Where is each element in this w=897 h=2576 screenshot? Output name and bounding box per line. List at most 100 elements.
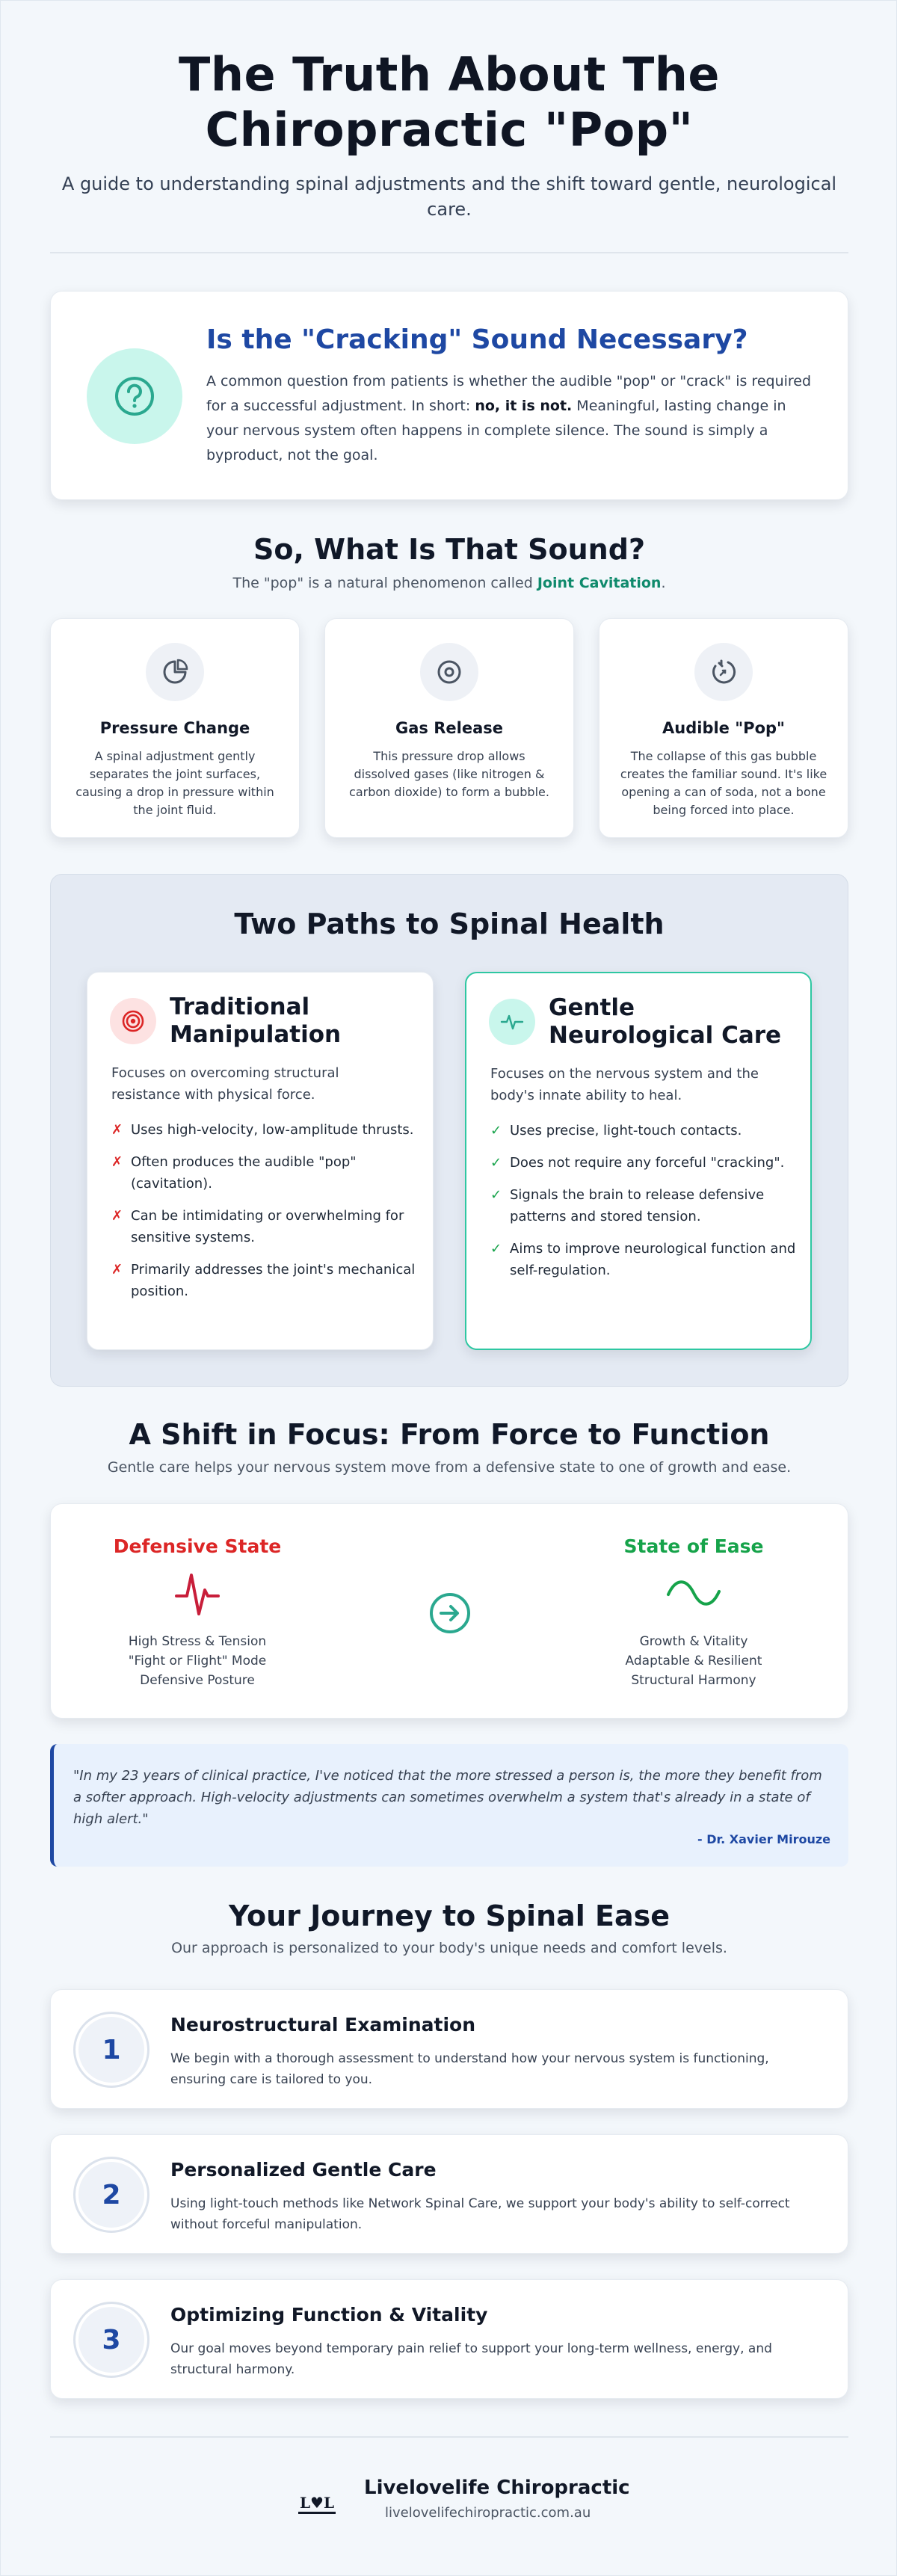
arrow-right-icon (428, 1591, 472, 1636)
journey-step: 1 Neurostructural Examination We begin w… (50, 1989, 848, 2109)
state-line: Defensive Posture (140, 1673, 255, 1688)
list-item-text: Primarily addresses the joint's mechanic… (131, 1262, 416, 1299)
list-item-text: Does not require any forceful "cracking"… (510, 1155, 785, 1171)
quote-author: - Dr. Xavier Mirouze (697, 1832, 830, 1846)
step-number: 3 (73, 2302, 150, 2378)
state-line: Growth & Vitality (639, 1634, 748, 1649)
x-mark-icon: ✗ (111, 1122, 123, 1138)
x-mark-icon: ✗ (111, 1154, 123, 1170)
brand-logo: L♥L (294, 2489, 340, 2518)
card-title: Pressure Change (99, 719, 250, 737)
step-text: We begin with a thorough assessment to u… (170, 2051, 769, 2087)
list-item: ✓ Signals the brain to release defensive … (490, 1184, 797, 1227)
gas-release-card: Gas Release This pressure drop allows di… (324, 618, 574, 838)
quote-text: "In my 23 years of clinical practice, I'… (73, 1768, 822, 1827)
check-icon: ✓ (490, 1187, 502, 1203)
intro-text-end: Meaningful, lasting change in your nervo… (206, 398, 786, 463)
page-subtitle: A guide to understanding spinal adjustme… (61, 173, 837, 220)
intro-title: Is the "Cracking" Sound Necessary? (206, 324, 748, 355)
defensive-state-title: Defensive State (113, 1535, 282, 1557)
step-title: Optimizing Function & Vitality (170, 2304, 488, 2326)
gentle-list: ✓ Uses precise, light-touch contacts. ✓ Do… (490, 1120, 797, 1292)
list-item-text: Often produces the audible "pop" (cavita… (131, 1154, 357, 1192)
page-title-line2: Chiropractic "Pop" (205, 102, 694, 157)
logo-mark: L♥L (300, 2494, 334, 2512)
list-item-text: Aims to improve neurological function an… (510, 1241, 796, 1278)
target-icon (110, 998, 156, 1044)
gentle-neurological-care-card: Gentle Neurological Care Focuses on the … (465, 972, 812, 1350)
paths-section: Two Paths to Spinal Health Traditional M… (50, 874, 848, 1387)
sound-subtitle-start: The "pop" is a natural phenomenon called (232, 575, 537, 591)
path-description: Focuses on the nervous system and the bo… (490, 1066, 759, 1103)
shift-section-title: A Shift in Focus: From Force to Function (129, 1418, 770, 1451)
question-icon (87, 348, 182, 444)
list-item: ✗ Uses high-velocity, low-amplitude thrus… (111, 1119, 418, 1141)
footer-url[interactable]: livelovelifechiropractic.com.au (385, 2505, 591, 2521)
state-of-ease-title: State of Ease (623, 1535, 764, 1557)
list-item-text: Uses precise, light-touch contacts. (510, 1123, 742, 1138)
list-item: ✗ Often produces the audible "pop" (cavit… (111, 1151, 418, 1195)
joint-cavitation-term: Joint Cavitation (537, 575, 662, 591)
audible-pop-card: Audible "Pop" The collapse of this gas b… (599, 618, 848, 838)
journey-section-subtitle: Our approach is personalized to your bod… (171, 1940, 727, 1956)
card-text: A spinal adjustment gently separates the… (75, 749, 274, 817)
defensive-state: Defensive State High Stress & Tension "F… (85, 1535, 309, 1690)
sound-section-subtitle: The "pop" is a natural phenomenon called… (50, 575, 848, 591)
check-icon: ✓ (490, 1155, 502, 1171)
list-item: ✓ Does not require any forceful "cracking… (490, 1152, 797, 1174)
paths-title: Two Paths to Spinal Health (234, 908, 665, 940)
path-title: Gentle Neurological Care (549, 994, 782, 1049)
card-text: This pressure drop allows dissolved gase… (349, 749, 549, 799)
shift-section-subtitle: Gentle care helps your nervous system mo… (107, 1459, 792, 1476)
card-text: The collapse of this gas bubble creates … (620, 749, 827, 817)
sound-subtitle-end: . (661, 575, 666, 591)
list-item: ✗ Primarily addresses the joint's mechani… (111, 1259, 418, 1302)
pie-chart-icon (146, 643, 204, 701)
list-item: ✓ Aims to improve neurological function a… (490, 1238, 797, 1281)
state-of-ease: State of Ease Growth & Vitality Adaptabl… (582, 1535, 806, 1690)
step-number: 2 (73, 2157, 150, 2233)
step-title: Personalized Gentle Care (170, 2159, 437, 2181)
wave-icon (582, 1568, 806, 1623)
step-number: 1 (73, 2012, 150, 2088)
list-item-text: Uses high-velocity, low-amplitude thrust… (131, 1122, 414, 1138)
pulse-icon (489, 999, 535, 1045)
journey-step: 3 Optimizing Function & Vitality Our goa… (50, 2279, 848, 2399)
journey-section-title: Your Journey to Spinal Ease (228, 1899, 671, 1932)
path-description: Focuses on overcoming structural resista… (111, 1065, 339, 1103)
defensive-state-lines: High Stress & Tension "Fight or Flight" … (85, 1632, 309, 1690)
footer-brand-name: Livelovelife Chiropractic (364, 2477, 630, 2499)
traditional-list: ✗ Uses high-velocity, low-amplitude thrus… (111, 1119, 418, 1313)
x-mark-icon: ✗ (111, 1262, 123, 1278)
intro-text: A common question from patients is wheth… (206, 369, 812, 468)
heartbeat-spike-icon (85, 1568, 309, 1623)
step-text: Our goal moves beyond temporary pain rel… (170, 2341, 772, 2377)
page-title-line1: The Truth About The (179, 47, 720, 102)
list-item: ✗Can be intimidating or overwhelming for… (111, 1205, 418, 1248)
intro-text-emphasis: no, it is not. (475, 398, 573, 414)
state-of-ease-lines: Growth & Vitality Adaptable & Resilient … (582, 1632, 806, 1690)
journey-step: 2 Personalized Gentle Care Using light-t… (50, 2134, 848, 2254)
intro-card: Is the "Cracking" Sound Necessary? A com… (50, 291, 848, 500)
step-text: Using light-touch methods like Network S… (170, 2196, 790, 2232)
step-title: Neurostructural Examination (170, 2014, 476, 2036)
x-mark-icon: ✗ (111, 1208, 123, 1224)
check-icon: ✓ (490, 1123, 502, 1138)
card-title: Audible "Pop" (662, 719, 785, 737)
disc-icon (420, 643, 478, 701)
pressure-change-card: Pressure Change A spinal adjustment gent… (50, 618, 300, 838)
state-line: "Fight or Flight" Mode (128, 1654, 267, 1668)
sound-section-title: So, What Is That Sound? (253, 533, 645, 566)
testimonial-quote: "In my 23 years of clinical practice, I'… (50, 1744, 848, 1867)
page-title: The Truth About The Chiropractic "Pop" (50, 47, 848, 158)
intro-text-start: A common question from patients is wheth… (206, 373, 812, 414)
path-title: Traditional Manipulation (170, 993, 342, 1048)
state-comparison-card: Defensive State High Stress & Tension "F… (50, 1503, 848, 1719)
state-line: Adaptable & Resilient (625, 1654, 762, 1668)
traditional-manipulation-card: Traditional Manipulation Focuses on over… (87, 972, 434, 1350)
divider (50, 252, 848, 253)
card-title: Gas Release (395, 719, 503, 737)
list-item-text: Signals the brain to release defensive p… (510, 1187, 765, 1224)
footer-divider (50, 2436, 848, 2438)
check-icon: ✓ (490, 1241, 502, 1257)
